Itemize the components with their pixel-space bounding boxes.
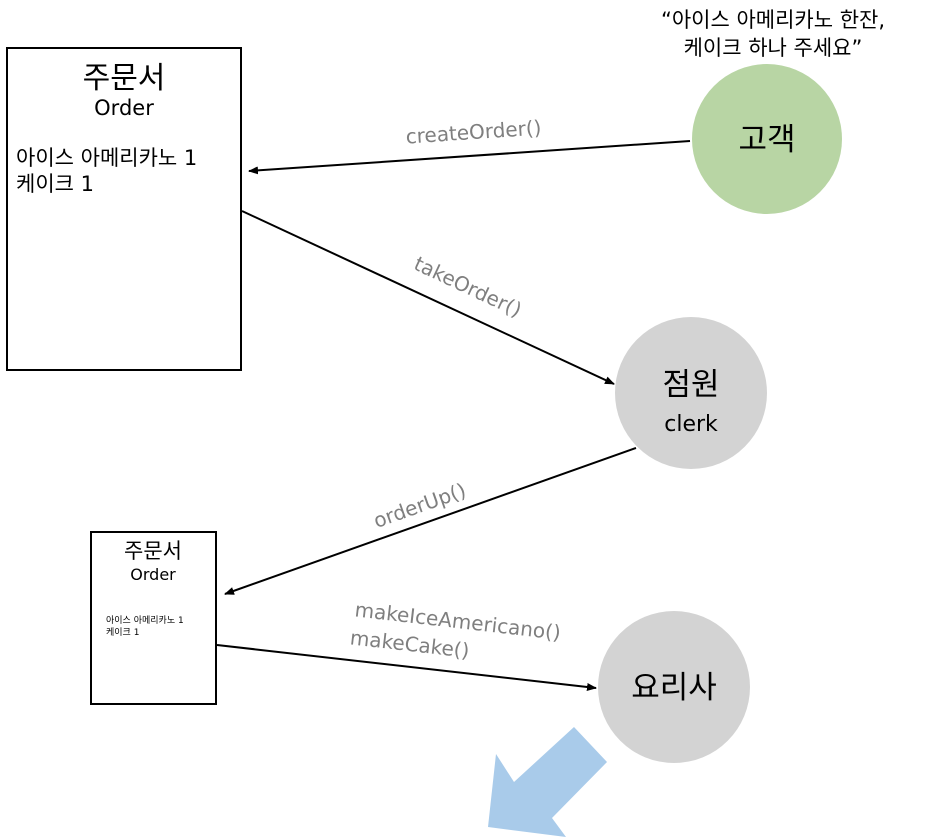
actor-clerk-label: 점원 [662,367,719,403]
order-small-title-ko: 주문서 [124,539,182,563]
actor-customer-label: 고객 [738,122,795,158]
order-large-title-ko: 주문서 [83,61,166,96]
customer-quote-line2: 케이크 하나 주세요” [684,36,863,60]
actor-clerk-circle [615,317,767,469]
order-document-large [6,47,242,371]
actor-clerk-sublabel: clerk [664,412,718,437]
order-small-item-1: 아이스 아메리카노 1 [106,615,184,626]
actor-cook-circle [598,611,750,763]
customer-quote-line1: “아이스 아메리카노 한잔, [661,8,885,32]
message-create-order: createOrder() [405,115,542,148]
order-small-title-en: Order [130,565,176,584]
big-down-left-arrow [488,727,607,837]
arrow-create-order [248,140,691,175]
order-large-item-1: 아이스 아메리카노 1 [16,146,197,170]
order-small-item-2: 케이크 1 [106,627,139,638]
arrow-take-order [241,210,615,385]
message-take-order: takeOrder() [410,251,525,322]
order-large-title-en: Order [94,96,154,120]
actor-customer-circle [692,64,842,214]
arrow-order-up [224,447,637,595]
actor-cook-label: 요리사 [631,670,717,706]
arrow-make-items [216,644,597,691]
order-large-item-2: 케이크 1 [16,172,94,196]
order-document-small [90,531,217,705]
